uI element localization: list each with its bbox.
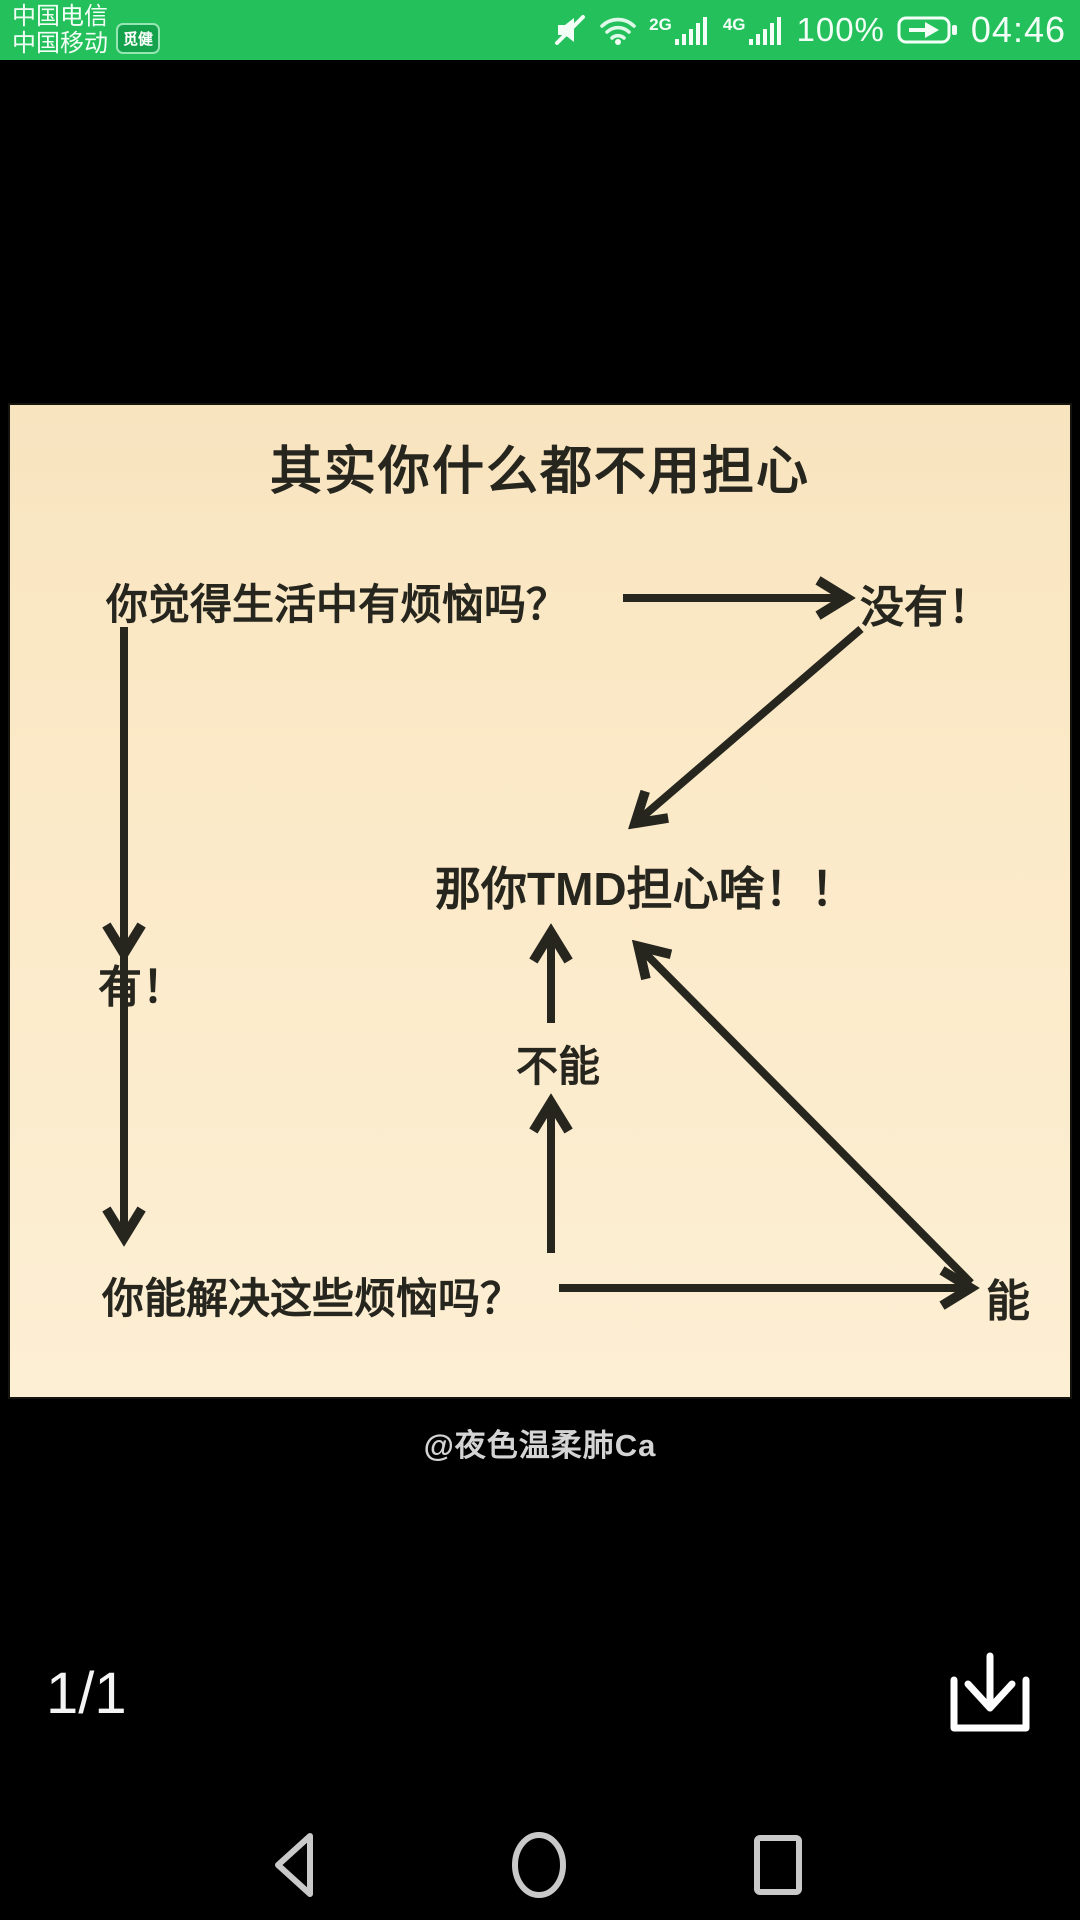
flowchart-arrows <box>10 405 1070 1397</box>
clock: 04:46 <box>970 9 1066 50</box>
mute-icon <box>555 15 586 45</box>
battery-charging-icon <box>897 16 957 44</box>
carrier-names: 中国电信 中国移动 <box>12 3 108 57</box>
edge-no-to-conclusion <box>640 625 864 819</box>
page-indicator: 1/1 <box>46 1661 127 1726</box>
nav-home-button[interactable] <box>508 1830 570 1903</box>
meme-conclusion: 那你TMD担心啥！！ <box>435 863 857 915</box>
status-bar: 中国电信 中国移动 觅健 2G <box>0 0 1080 60</box>
signal-2g-label: 2G <box>649 15 672 34</box>
signal-bars-2g-icon <box>674 17 707 45</box>
meme-question-2: 你能解决这些烦恼吗？ <box>102 1275 523 1322</box>
download-button[interactable] <box>938 1644 1042 1748</box>
meme-question-1: 你觉得生活中有烦恼吗？ <box>106 581 569 628</box>
carrier-line2: 中国移动 <box>12 30 108 57</box>
nav-bar <box>0 1816 1080 1920</box>
wifi-icon <box>600 17 636 45</box>
signal-4g-label: 4G <box>722 15 746 34</box>
meme-answer-yes: 有！ <box>98 963 186 1012</box>
nav-back-button[interactable] <box>268 1830 320 1903</box>
edge-can-to-conclusion <box>643 951 974 1286</box>
signal-4g: 4G <box>723 13 785 47</box>
status-bar-left: 中国电信 中国移动 觅健 <box>0 3 161 57</box>
signal-2g: 2G <box>649 13 711 47</box>
meme-answer-can: 能 <box>986 1277 1030 1326</box>
meme-credit: @夜色温柔肺Ca <box>423 1428 657 1463</box>
battery-percent: 100% <box>796 11 885 48</box>
recents-icon <box>754 1835 802 1895</box>
meme-answer-no: 没有！ <box>860 583 992 632</box>
sim-app-badge: 觅健 <box>116 23 161 54</box>
meme-title: 其实你什么都不用担心 <box>269 443 810 501</box>
home-icon <box>512 1832 566 1898</box>
signal-bars-4g-icon <box>748 17 781 45</box>
meme-answer-cannot: 不能 <box>516 1043 601 1090</box>
back-icon <box>275 1833 313 1897</box>
download-icon <box>950 1652 1030 1732</box>
meme-image[interactable]: 其实你什么都不用担心 你觉得生活中有烦恼吗？ 没有！ 那你TMD担心啥！！ 有！… <box>8 403 1072 1399</box>
carrier-line1: 中国电信 <box>12 3 108 30</box>
nav-recents-button[interactable] <box>750 1830 806 1903</box>
status-bar-right: 2G 4G 100% <box>553 9 1080 51</box>
